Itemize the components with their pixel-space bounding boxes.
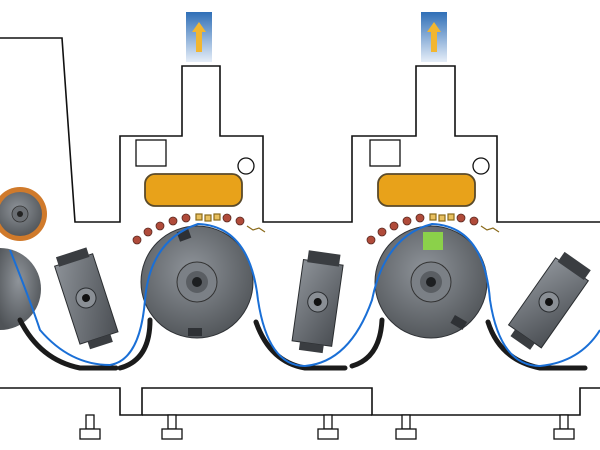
foot-1 xyxy=(79,414,101,440)
foot-3 xyxy=(317,414,339,440)
tensioner-chain-2 xyxy=(429,213,500,233)
roller-icon xyxy=(402,216,412,226)
machine-feet xyxy=(79,414,575,440)
roller-icon xyxy=(235,216,245,226)
hood-circle-2 xyxy=(472,157,490,175)
chill-roll-icon xyxy=(0,248,41,330)
foot-5 xyxy=(553,414,575,440)
frame-outline-top xyxy=(0,37,600,223)
roller-row-1 xyxy=(132,213,245,245)
chill-roll-icon xyxy=(507,251,591,350)
foot-2 xyxy=(161,414,183,440)
roller-icon xyxy=(168,216,178,226)
hood-circle-1 xyxy=(237,157,255,175)
roller-icon xyxy=(377,227,387,237)
roller-icon xyxy=(469,216,479,226)
hood-box-2 xyxy=(369,139,401,167)
roller-icon xyxy=(389,221,399,231)
frame-outline-bottom xyxy=(0,387,600,416)
web-path xyxy=(9,222,600,368)
drum-icon xyxy=(140,225,254,339)
tensioner-chain-1 xyxy=(195,213,266,233)
up-arrow-icon xyxy=(421,12,447,62)
chill-roll-icon xyxy=(291,250,344,354)
roller-icon xyxy=(222,213,232,223)
roller-icon xyxy=(132,235,142,245)
hood-box-1 xyxy=(135,139,167,167)
roller-row-2 xyxy=(366,213,479,245)
guide-shells xyxy=(17,317,588,371)
drum-icon xyxy=(374,225,488,339)
up-arrow-icon xyxy=(186,12,212,62)
roller-icon xyxy=(456,213,466,223)
roller-icon xyxy=(366,235,376,245)
roller-icon xyxy=(143,227,153,237)
sensor-marker-icon xyxy=(423,232,443,250)
heater-bar-icon xyxy=(144,173,243,207)
roller-icon xyxy=(155,221,165,231)
heater-bar-icon xyxy=(377,173,476,207)
roller-icon xyxy=(415,213,425,223)
roller-icon xyxy=(181,213,191,223)
chill-roll-icon xyxy=(53,247,119,350)
foot-4 xyxy=(395,414,417,440)
